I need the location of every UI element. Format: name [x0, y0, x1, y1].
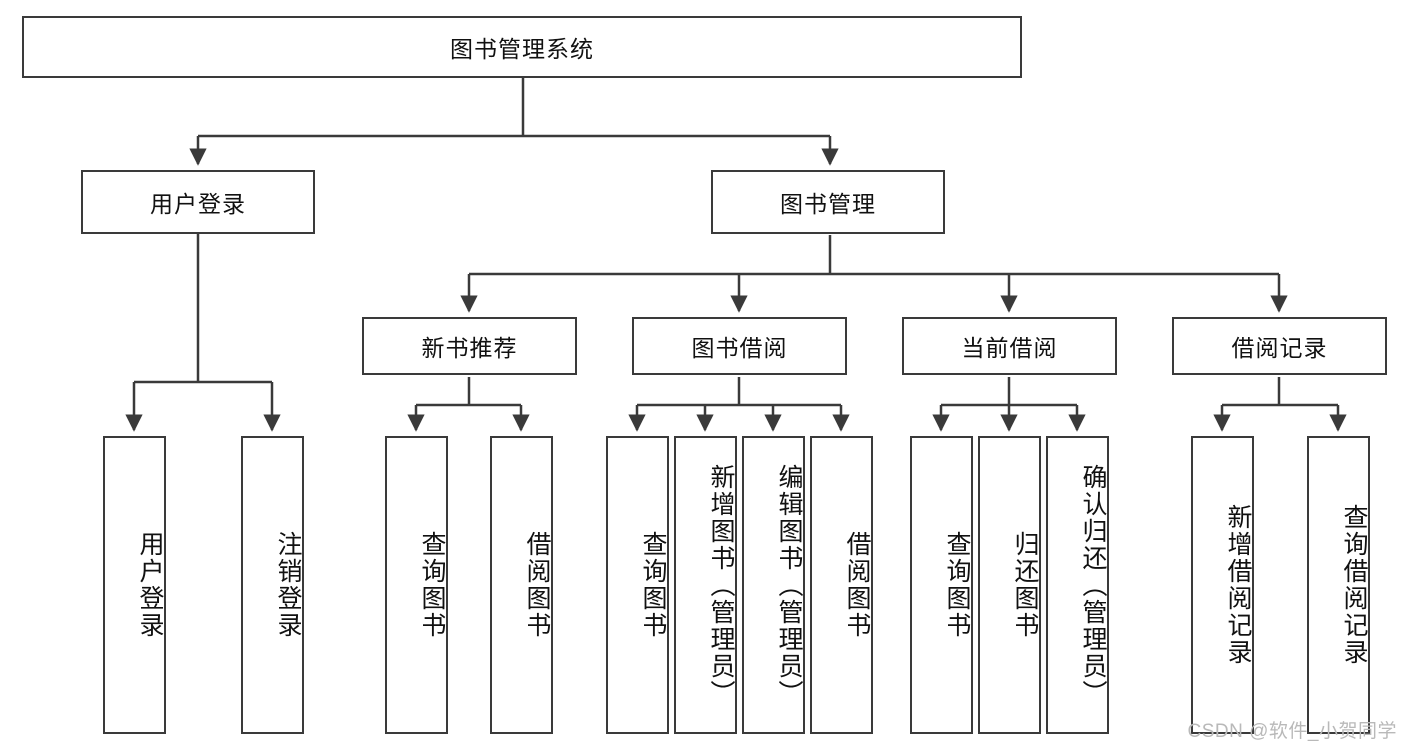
node-leaf-query-book-1-label: 查询图书 — [418, 531, 446, 639]
node-borrow-record-label: 借阅记录 — [1231, 335, 1328, 361]
node-user-login-label: 用户登录 — [150, 191, 246, 217]
node-leaf-logout-login[interactable]: 注销登录 — [241, 436, 304, 734]
node-book-borrow[interactable]: 图书借阅 — [632, 317, 847, 375]
node-leaf-add-record[interactable]: 新增借阅记录 — [1191, 436, 1254, 734]
node-leaf-edit-book[interactable]: 编辑图书（管理员） — [742, 436, 805, 734]
node-leaf-query-book-2-label: 查询图书 — [639, 531, 667, 639]
node-leaf-logout-login-label: 注销登录 — [274, 531, 302, 639]
node-root-label: 图书管理系统 — [450, 36, 594, 62]
node-leaf-return-book[interactable]: 归还图书 — [978, 436, 1041, 734]
node-leaf-borrow-book-1[interactable]: 借阅图书 — [490, 436, 553, 734]
node-current-borrow[interactable]: 当前借阅 — [902, 317, 1117, 375]
node-leaf-query-book-3[interactable]: 查询图书 — [910, 436, 973, 734]
node-leaf-user-login[interactable]: 用户登录 — [103, 436, 166, 734]
node-leaf-confirm-return-label: 确认归还（管理员） — [1079, 463, 1107, 707]
node-borrow-record[interactable]: 借阅记录 — [1172, 317, 1387, 375]
node-root[interactable]: 图书管理系统 — [22, 16, 1022, 78]
node-leaf-query-book-2[interactable]: 查询图书 — [606, 436, 669, 734]
node-leaf-query-book-1[interactable]: 查询图书 — [385, 436, 448, 734]
node-leaf-return-book-label: 归还图书 — [1011, 531, 1039, 639]
node-leaf-borrow-book-1-label: 借阅图书 — [523, 531, 551, 639]
node-new-book-recommend-label: 新书推荐 — [421, 335, 518, 361]
node-leaf-user-login-label: 用户登录 — [136, 531, 164, 639]
node-leaf-query-book-3-label: 查询图书 — [943, 531, 971, 639]
node-leaf-query-record-label: 查询借阅记录 — [1340, 504, 1368, 666]
node-current-borrow-label: 当前借阅 — [961, 335, 1058, 361]
node-leaf-query-record[interactable]: 查询借阅记录 — [1307, 436, 1370, 734]
node-book-borrow-label: 图书借阅 — [691, 335, 788, 361]
csdn-watermark: CSDN @软件_小贺同学 — [1187, 721, 1397, 742]
node-leaf-add-book[interactable]: 新增图书（管理员） — [674, 436, 737, 734]
node-book-manage[interactable]: 图书管理 — [711, 170, 945, 234]
node-leaf-add-book-label: 新增图书（管理员） — [707, 463, 735, 707]
node-leaf-confirm-return[interactable]: 确认归还（管理员） — [1046, 436, 1109, 734]
node-book-manage-label: 图书管理 — [780, 191, 876, 217]
node-new-book-recommend[interactable]: 新书推荐 — [362, 317, 577, 375]
node-leaf-borrow-book-2-label: 借阅图书 — [843, 531, 871, 639]
node-leaf-borrow-book-2[interactable]: 借阅图书 — [810, 436, 873, 734]
node-leaf-edit-book-label: 编辑图书（管理员） — [775, 463, 803, 707]
node-leaf-add-record-label: 新增借阅记录 — [1224, 504, 1252, 666]
node-user-login[interactable]: 用户登录 — [81, 170, 315, 234]
